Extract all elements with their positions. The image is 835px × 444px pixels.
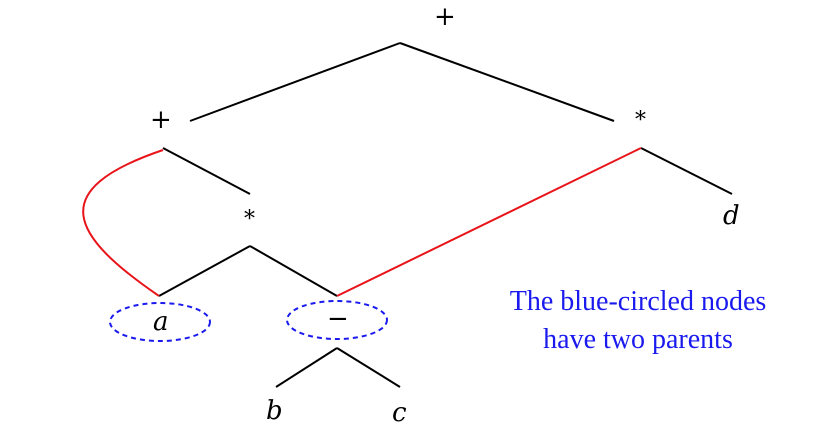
annotation-line-2: have two parents [543, 324, 733, 355]
edge-root-to-left-plus [189, 42, 401, 122]
edge-left-plus-to-mid-times [162, 147, 251, 195]
edge-minus-to-b [275, 347, 338, 388]
shared-edge-right-times-to-minus [336, 147, 642, 297]
node-left-plus: + [150, 105, 172, 135]
edge-right-times-to-d [640, 147, 733, 195]
shared-edge-left-plus-to-a [82, 149, 164, 297]
edge-mid-times-to-a [158, 245, 251, 297]
node-minus: − [327, 304, 349, 334]
node-right-times: * [635, 108, 646, 133]
edge-root-to-right-times [399, 42, 615, 122]
node-var-b: b [266, 396, 283, 426]
node-root-plus: + [434, 2, 456, 32]
node-var-a: a [153, 307, 169, 337]
edge-minus-to-c [336, 347, 401, 388]
highlight-ellipse-minus [286, 300, 388, 340]
edge-mid-times-to-minus [249, 245, 338, 297]
annotation-note: The blue-circled nodes have two parents [476, 283, 800, 359]
highlight-ellipse-a [109, 302, 211, 342]
node-mid-times: * [244, 207, 255, 232]
node-var-d: d [723, 201, 740, 231]
annotation-line-1: The blue-circled nodes [509, 286, 767, 317]
node-var-c: c [392, 398, 407, 428]
